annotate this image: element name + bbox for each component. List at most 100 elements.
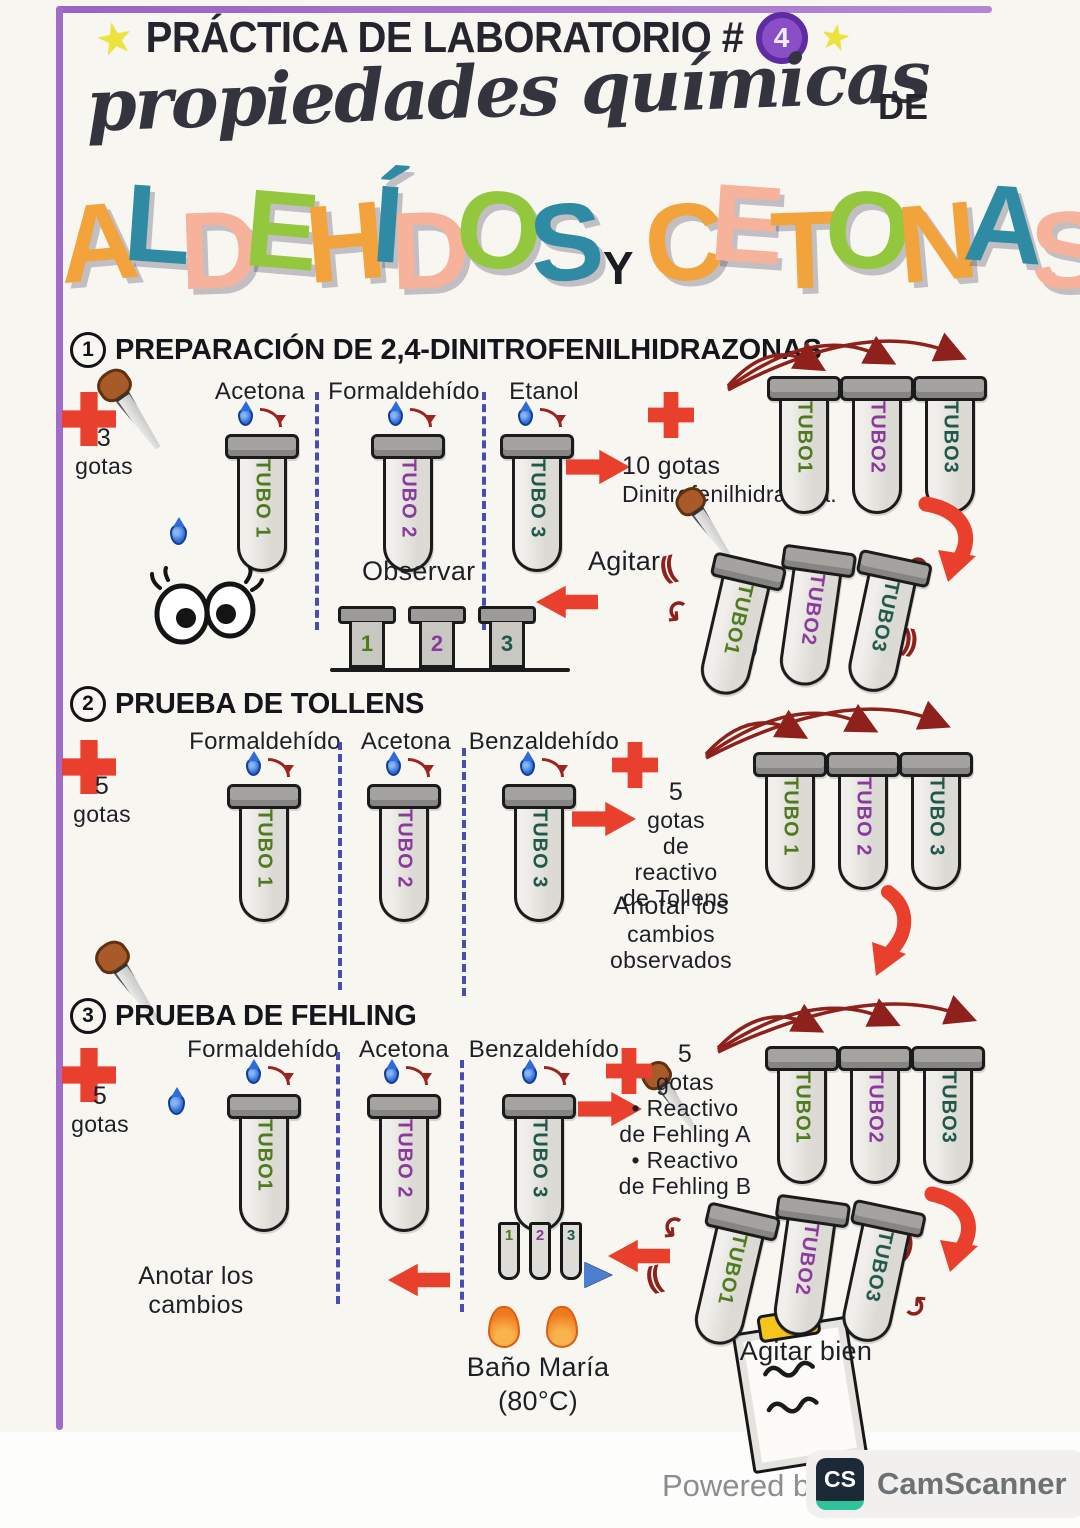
tube-label: TUBO1 (713, 1231, 751, 1308)
water-drop-icon (246, 758, 261, 776)
drop-and-arrow (386, 758, 434, 777)
text-line: gotas (656, 1068, 714, 1095)
tube-slot: TUBO 3 (501, 784, 577, 922)
text-line: gotas (71, 1110, 129, 1137)
text-line: 5 (92, 1082, 108, 1110)
bath-label: Baño María (466, 1352, 610, 1382)
tube-label: TUBO2 (796, 571, 829, 648)
curved-arrow-icon (410, 408, 436, 427)
tube-slot: TUBO 3 (499, 434, 575, 572)
shaken-tubes-group: TUBO1 TUBO2 TUBO3 (695, 543, 934, 700)
rack-tube: 2 (408, 606, 466, 668)
page-title-row: ★ PRÁCTICA DE LABORATORIO # 4 ★ (92, 11, 854, 65)
tube-label: TUBO 1 (251, 459, 274, 539)
vibration-marks-left: (( (656, 551, 676, 586)
tube-cap (899, 752, 973, 777)
rack-tube-number: 2 (430, 630, 444, 656)
tube-label: TUBO1 (253, 1119, 276, 1192)
test-tube: TUBO1 (764, 1046, 840, 1184)
tube-body: TUBO 1 (239, 804, 289, 922)
test-tube: TUBO 3 (501, 1094, 577, 1232)
curved-arrow-icon (408, 758, 434, 777)
shaken-tubes-group: TUBO1 TUBO2 TUBO3 (689, 1193, 928, 1350)
tube-body: TUBO 3 (512, 454, 562, 572)
tube-label: TUBO1 (791, 1071, 814, 1144)
tube-body: TUBO 3 (514, 1114, 564, 1232)
shake-curl-arrow: ↶ (657, 592, 701, 635)
tube-label: TUBO3 (860, 1228, 897, 1305)
tube-body: TUBO3 (923, 1066, 973, 1184)
camscanner-watermark: CS CamScanner (806, 1450, 1080, 1518)
test-tube: TUBO2 (837, 1046, 913, 1184)
water-drop-icon (520, 758, 535, 776)
rack-tube: 3 (478, 606, 536, 668)
reagent-label: Acetona (360, 728, 452, 755)
test-tube: TUBO2 (839, 376, 915, 514)
title-letter: S (1028, 187, 1080, 313)
test-tube: TUBO 2 (825, 752, 901, 890)
section-3-title: PRUEBA DE FEHLING (115, 999, 417, 1032)
drop-and-arrow (522, 1066, 570, 1085)
section-1-title: PREPARACIÓN DE 2,4-DINITROFENILHIDRAZONA… (115, 333, 822, 366)
test-tube: TUBO 2 (366, 1094, 442, 1232)
tube-label: TUBO2 (866, 401, 889, 474)
text-line: • Reactivo (631, 1147, 739, 1174)
section-2-header: 2 PRUEBA DE TOLLENS (70, 686, 424, 722)
tube-label: TUBO2 (790, 1221, 823, 1298)
text-line: gotas (75, 452, 133, 479)
page-border-left (56, 6, 63, 1430)
tube-cap (227, 1094, 301, 1119)
text-line: 3 (96, 424, 112, 452)
drop-and-arrow (246, 758, 294, 777)
tube-slot: TUBO1 (226, 1094, 302, 1232)
bath-tube: 3 (560, 1222, 582, 1280)
rack-tube-body: 2 (419, 622, 455, 668)
tube-body: TUBO 3 (911, 772, 961, 890)
tube-body: TUBO 2 (838, 772, 888, 890)
rack-tube-number: 3 (500, 630, 514, 656)
tube-slot: TUBO 2 (366, 784, 442, 922)
tube-label: TUBO 2 (393, 1119, 416, 1199)
tube-body: TUBO 2 (379, 1114, 429, 1232)
tube-slot: TUBO 1 (226, 784, 302, 922)
rack-tube-body: 1 (349, 622, 385, 668)
tube-label: TUBO 3 (528, 809, 551, 889)
curved-arrow-icon (260, 408, 286, 427)
column-divider (338, 742, 342, 990)
big-title-conjunction: Y (602, 241, 634, 294)
tube-cap (826, 752, 900, 777)
text-line: gotas (647, 806, 705, 833)
reagent-label: Etanol (509, 378, 579, 405)
big-curved-arrow-down (918, 496, 976, 582)
water-drop-icon (168, 1094, 185, 1115)
test-tube: TUBO 3 (501, 784, 577, 922)
curved-arrow-icon (542, 758, 568, 777)
column-divider (462, 748, 466, 996)
observar-label: Observar (362, 556, 476, 586)
tube-label: TUBO 2 (397, 459, 420, 539)
flow-arrow-left (388, 1263, 450, 1297)
water-drop-icon (238, 408, 253, 426)
title-letter: S (524, 177, 608, 307)
flow-arrow-right (566, 449, 630, 485)
text-line: de Tollens (622, 885, 730, 912)
text-line: 5 (668, 778, 684, 806)
tube-label: TUBO3 (939, 401, 962, 474)
star-icon: ★ (91, 11, 139, 65)
tube-body: TUBO3 (843, 570, 918, 697)
column-divider (315, 392, 319, 630)
test-tube: TUBO 1 (752, 752, 828, 890)
tube-label: TUBO1 (719, 581, 757, 658)
tube-cap (502, 784, 576, 809)
water-drop-icon (388, 408, 403, 426)
tube-cap (367, 1094, 441, 1119)
curved-arrow-icon (540, 408, 566, 427)
bath-temp: (80°C) (497, 1386, 579, 1416)
